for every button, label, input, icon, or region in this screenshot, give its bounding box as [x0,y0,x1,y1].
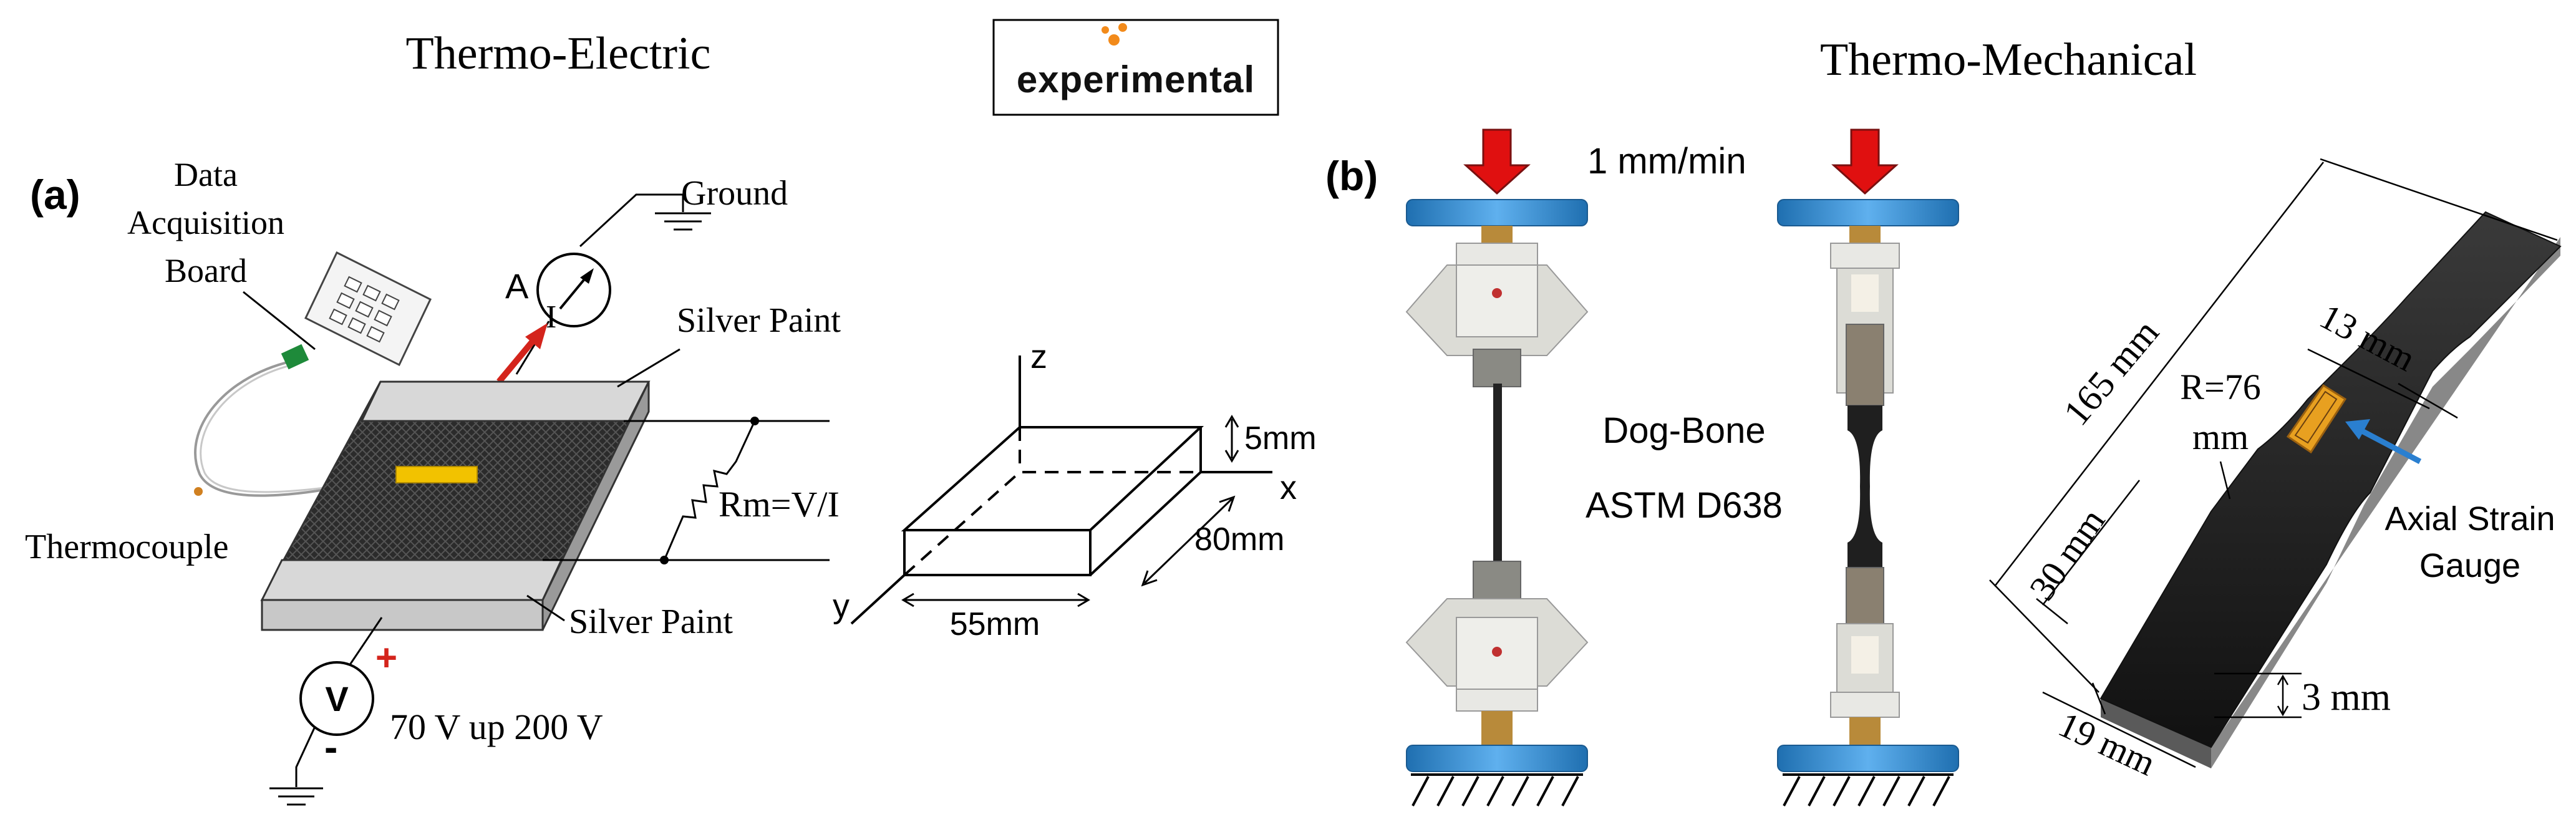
specimen-label-line2: ASTM D638 [1586,485,1783,526]
silver-paint-top-label: Silver Paint [677,301,841,340]
resistance-circuit [543,420,830,561]
logo-text: experimental [1017,59,1255,100]
circuit-node [750,417,759,425]
voltmeter-plus: + [375,637,397,679]
thermocouple-label: Thermocouple [25,528,229,566]
daq-label-line1: Data [174,156,238,193]
axis-z-label: z [1030,338,1047,375]
dimension-80mm [1141,495,1236,587]
daq-label-line3: Board [165,252,247,289]
dimension-55mm [901,592,1090,607]
dim-30mm-label: 30 mm [2022,501,2113,608]
panel-b-label: (b) [1325,153,1378,199]
title-thermo-electric: Thermo-Electric [406,28,711,79]
panel-a-label: (a) [30,172,80,218]
dim-radius-label-line1: R=76 [2180,367,2260,407]
dim-165mm [1989,158,2558,693]
dimension-5mm [1224,415,1239,463]
specimen-label-line1: Dog-Bone [1602,410,1765,451]
voltmeter-icon: V [299,661,374,736]
ammeter-label: A [505,266,529,306]
gauge-arrow-icon [2345,419,2422,464]
circuit-node [660,556,669,564]
dim-13mm [2307,348,2458,419]
dog-bone-specimen-3d [2099,211,2562,768]
dim-3mm [2214,672,2302,718]
gauge-label-line1: Axial Strain [2385,500,2555,538]
voltmeter-label: V [325,679,348,718]
axis-x-label: x [1280,469,1297,506]
logo-dot-icon [1102,26,1109,34]
ground-label: Ground [681,174,788,213]
voltage-label: 70 V up 200 V [390,707,603,747]
thermocouple-sensor [395,466,478,483]
dimension-5mm-label: 5mm [1244,420,1317,457]
resistance-label: Rm=V/I [719,484,840,525]
title-thermo-mechanical: Thermo-Mechanical [1820,34,2197,85]
ground-symbol-icon [269,726,323,806]
current-label: I [546,299,556,335]
dim-radius-label-line2: mm [2192,417,2249,457]
daq-board-icon [304,251,432,367]
logo-dot-icon [1118,23,1127,32]
composite-sample [260,380,651,631]
ammeter-icon [536,253,611,327]
dimension-55mm-label: 55mm [950,606,1040,642]
pull-speed-label: 1 mm/min [1587,141,1746,181]
dimension-80mm-label: 80mm [1194,521,1284,558]
logo-dot-icon [1108,34,1120,46]
axes-box-drawing [850,355,1272,625]
voltmeter-minus: - [324,725,337,770]
experimental-logo: experimental [992,19,1279,116]
dim-3mm-label: 3 mm [2302,676,2391,718]
ground-symbol-icon [655,195,711,231]
tensile-fixture-left [1405,128,1589,806]
strain-gauge [2286,384,2347,454]
dim-165mm-label: 165 mm [2056,312,2167,433]
gauge-label-line2: Gauge [2419,547,2520,584]
daq-label-line2: Acquisition [127,204,284,241]
current-arrow-icon [496,323,548,384]
tensile-fixture-right [1777,128,1959,806]
dim-30mm [2036,480,2140,624]
axis-y-label: y [833,588,850,625]
dim-19mm [2042,682,2196,768]
silver-paint-bottom-label: Silver Paint [569,602,733,641]
